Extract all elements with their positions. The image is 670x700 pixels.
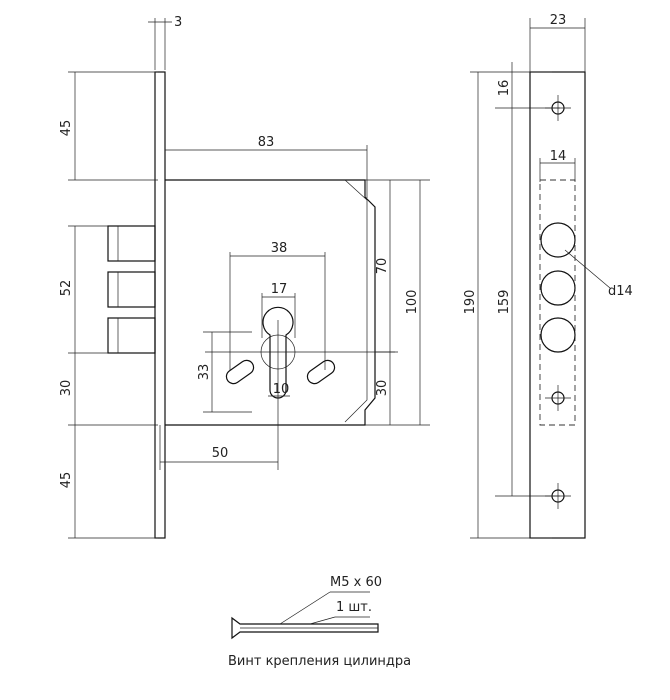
dim-10: 10: [273, 382, 290, 397]
dim-14: 14: [550, 149, 567, 164]
bolt-zone: [539, 179, 576, 426]
latch-block-2: [107, 271, 156, 308]
bolt-1: [540, 222, 576, 258]
dim-52: 52: [59, 280, 74, 297]
dim-100: 100: [405, 290, 420, 315]
faceplate-front-view: [529, 71, 586, 539]
lock-case: [165, 179, 376, 426]
latch-block-3: [107, 317, 156, 354]
faceplate: [529, 71, 586, 539]
dim-190: 190: [463, 290, 478, 315]
dim-70: 70: [375, 258, 390, 275]
slot-right: [306, 359, 336, 385]
screw-caption: Винт крепления цилиндра: [228, 654, 411, 669]
screw-size: M5 x 60: [330, 575, 382, 590]
screw-quantity: 1 шт.: [336, 600, 372, 615]
dim-50: 50: [212, 446, 229, 461]
case-chamfer: [344, 179, 368, 423]
dim-d14: d14: [608, 284, 633, 299]
cylinder-hole: [262, 306, 294, 399]
lock-side-view: [107, 71, 395, 539]
screw-body: [231, 616, 379, 640]
dim-30-right: 30: [375, 380, 390, 397]
dim-16: 16: [497, 80, 512, 97]
bolt-3: [540, 317, 576, 353]
dim-33: 33: [197, 364, 212, 381]
dim-83: 83: [258, 135, 275, 150]
dim-38: 38: [271, 241, 288, 256]
slot-left: [225, 359, 255, 385]
cylinder-screw: M5 x 60 1 шт. Винт крепления цилиндра: [228, 575, 411, 669]
dim-top-45: 45: [59, 120, 74, 137]
dim-30-left: 30: [59, 380, 74, 397]
screw-middle: [545, 385, 571, 411]
bolt-2: [540, 270, 576, 306]
dim-3: 3: [174, 15, 182, 30]
left-dimensions: 45 52 30 45 3 83 38 17 33 10 50: [59, 15, 430, 539]
dim-23: 23: [550, 13, 567, 28]
dim-17: 17: [271, 282, 288, 297]
right-dimensions: 23 14 16 159 190 d14: [463, 13, 633, 539]
latch-block-1: [107, 225, 156, 262]
dim-bottom-45: 45: [59, 472, 74, 489]
dim-159: 159: [497, 290, 512, 315]
